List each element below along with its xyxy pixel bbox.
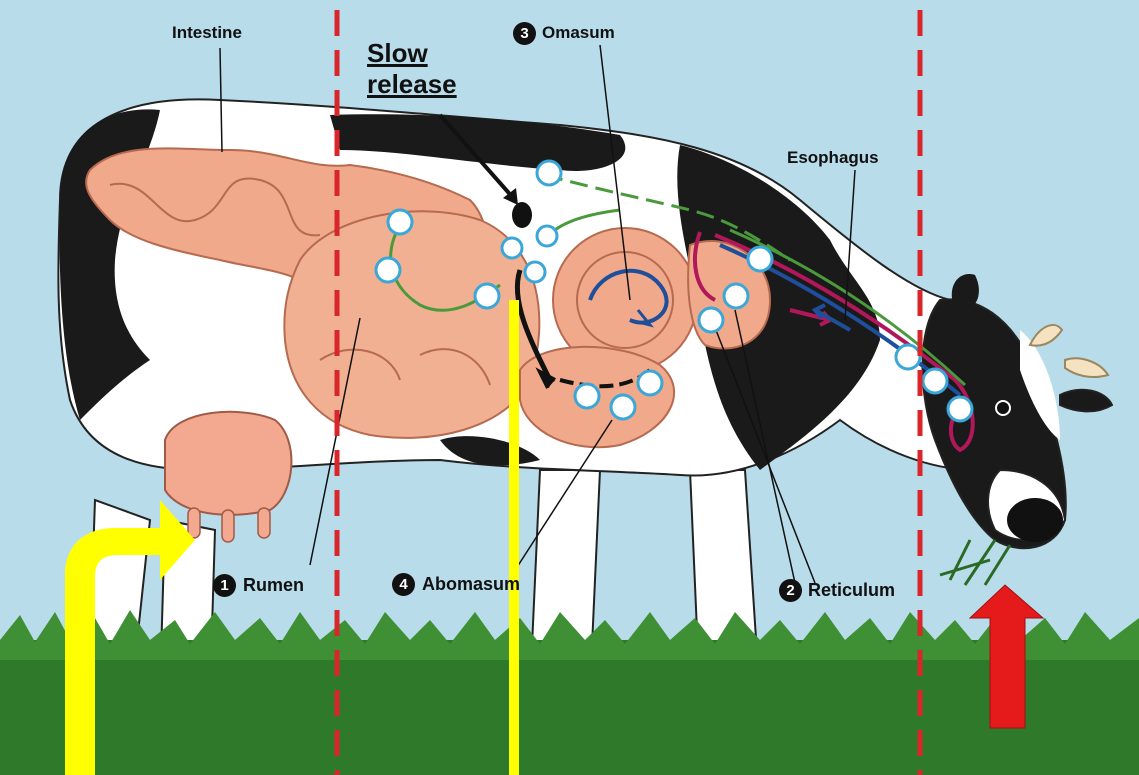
particle [475, 284, 499, 308]
particle [748, 247, 772, 271]
particle [896, 345, 920, 369]
particle [502, 238, 522, 258]
abomasum-number-badge: 4 [392, 573, 415, 596]
particle [575, 384, 599, 408]
rumen-number-badge: 1 [213, 574, 236, 597]
yellow-vertical-arrow [509, 300, 519, 775]
particle [611, 395, 635, 419]
intestine-label: Intestine [172, 23, 242, 43]
reticulum-label: Reticulum [808, 580, 895, 601]
particle [525, 262, 545, 282]
particle [948, 397, 972, 421]
slow-release-line1: Slow [367, 38, 457, 69]
particle [923, 369, 947, 393]
omasum-number-badge: 3 [513, 22, 536, 45]
particle [724, 284, 748, 308]
esophagus-label: Esophagus [787, 148, 879, 168]
particle [699, 308, 723, 332]
particle [376, 258, 400, 282]
rumen-label: Rumen [243, 575, 304, 596]
particle [537, 161, 561, 185]
particle [638, 371, 662, 395]
slow-release-line2: release [367, 69, 457, 100]
particle [537, 226, 557, 246]
reticulum-number-badge: 2 [779, 579, 802, 602]
slow-release-label: Slow release [367, 38, 457, 100]
particle [388, 210, 412, 234]
abomasum-label: Abomasum [422, 574, 520, 595]
omasum-label: Omasum [542, 23, 615, 43]
